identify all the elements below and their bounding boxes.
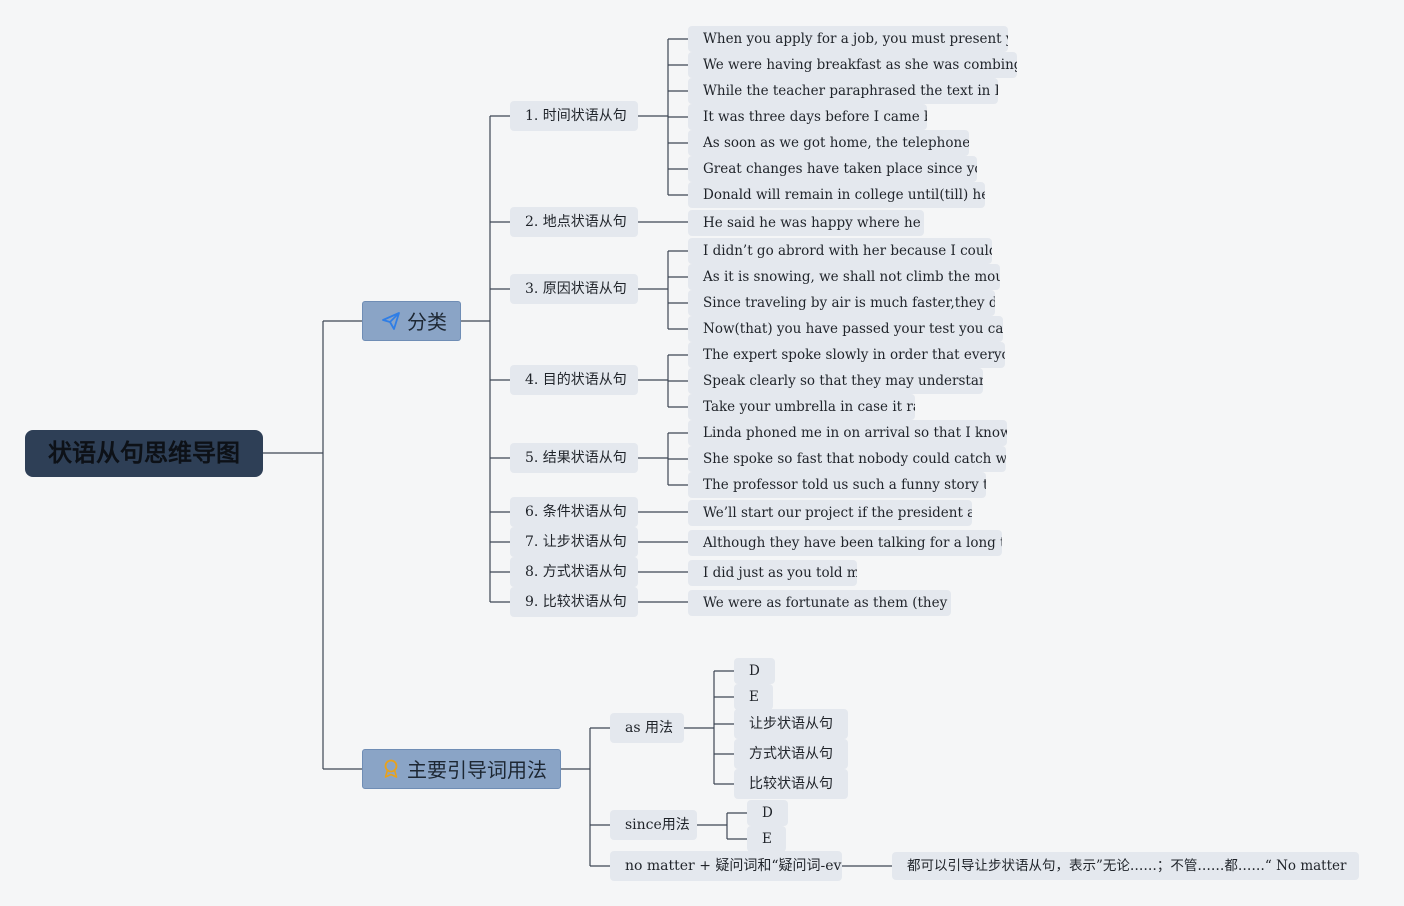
topic-concession-clause[interactable]: 7. 让步状语从句: [510, 527, 638, 557]
topic-cause-clause[interactable]: 3. 原因状语从句: [510, 274, 638, 304]
example-sentence[interactable]: We’ll start our project if the president…: [688, 500, 972, 526]
topic-manner-clause[interactable]: 8. 方式状语从句: [510, 557, 638, 587]
topic-no-matter-usage[interactable]: no matter + 疑问词和“疑问词-ever: [610, 851, 842, 881]
example-sentence[interactable]: She spoke so fast that nobody could catc…: [688, 446, 1006, 472]
topic-place-clause[interactable]: 2. 地点状语从句: [510, 207, 638, 237]
topic-time-clause[interactable]: 1. 时间状语从句: [510, 101, 638, 131]
example-sentence[interactable]: Now(that) you have passed your test you …: [688, 316, 1003, 342]
example-sentence[interactable]: It was three days before I came back.: [688, 104, 927, 130]
example-sentence[interactable]: He said he was happy where he was.: [688, 210, 924, 236]
topic-comparison-clause[interactable]: 9. 比较状语从句: [510, 587, 638, 617]
topic-since-usage[interactable]: since用法: [610, 810, 697, 840]
as-usage-item[interactable]: 让步状语从句: [734, 709, 848, 739]
example-sentence[interactable]: We were having breakfast as she was comb…: [688, 52, 1017, 78]
branch-main-conjunctions[interactable]: 主要引导词用法: [362, 749, 561, 789]
example-sentence[interactable]: Speak clearly so that they may understan…: [688, 368, 983, 394]
root-topic[interactable]: 状语从句思维导图: [25, 430, 263, 477]
example-sentence[interactable]: Since traveling by air is much faster,th…: [688, 290, 995, 316]
example-sentence[interactable]: The professor told us such a funny story…: [688, 472, 986, 498]
branch-label: 分类: [407, 310, 447, 334]
example-sentence[interactable]: Donald will remain in college until(till…: [688, 182, 985, 208]
as-usage-item[interactable]: 方式状语从句: [734, 739, 848, 769]
example-sentence[interactable]: While the teacher paraphrased the text i…: [688, 78, 998, 104]
as-usage-item[interactable]: 比较状语从句: [734, 769, 848, 799]
topic-as-usage[interactable]: as 用法: [610, 713, 684, 743]
example-sentence[interactable]: I didn’t go abrord with her because I co…: [688, 238, 992, 264]
topic-result-clause[interactable]: 5. 结果状语从句: [510, 443, 638, 473]
topic-condition-clause[interactable]: 6. 条件状语从句: [510, 497, 638, 527]
no-matter-description[interactable]: 都可以引导让步状语从句，表示”无论……；不管……都……“ No matter: [892, 852, 1359, 880]
example-sentence[interactable]: I did just as you told me.: [688, 560, 857, 586]
topic-purpose-clause[interactable]: 4. 目的状语从句: [510, 365, 638, 395]
example-sentence[interactable]: The expert spoke slowly in order that ev…: [688, 342, 1005, 368]
example-sentence[interactable]: Take your umbrella in case it rains.: [688, 394, 915, 420]
since-usage-item[interactable]: E: [747, 826, 786, 852]
example-sentence[interactable]: Linda phoned me in on arrival so that I …: [688, 420, 1007, 446]
example-sentence[interactable]: We were as fortunate as them (they were): [688, 590, 951, 616]
as-usage-item[interactable]: D: [734, 658, 775, 684]
example-sentence[interactable]: As soon as we got home, the telephone ra…: [688, 130, 969, 156]
example-sentence[interactable]: Although they have been talking for a lo…: [688, 530, 1002, 556]
branch-label: 主要引导词用法: [407, 758, 547, 782]
branch-classification[interactable]: 分类: [362, 301, 461, 341]
example-sentence[interactable]: When you apply for a job, you must prese…: [688, 26, 1008, 52]
paper-plane-icon: [381, 304, 401, 341]
as-usage-item[interactable]: E: [734, 684, 773, 710]
example-sentence[interactable]: Great changes have taken place since you…: [688, 156, 977, 182]
example-sentence[interactable]: As it is snowing, we shall not climb the…: [688, 264, 1000, 290]
since-usage-item[interactable]: D: [747, 800, 788, 826]
award-ribbon-icon: [381, 752, 401, 789]
